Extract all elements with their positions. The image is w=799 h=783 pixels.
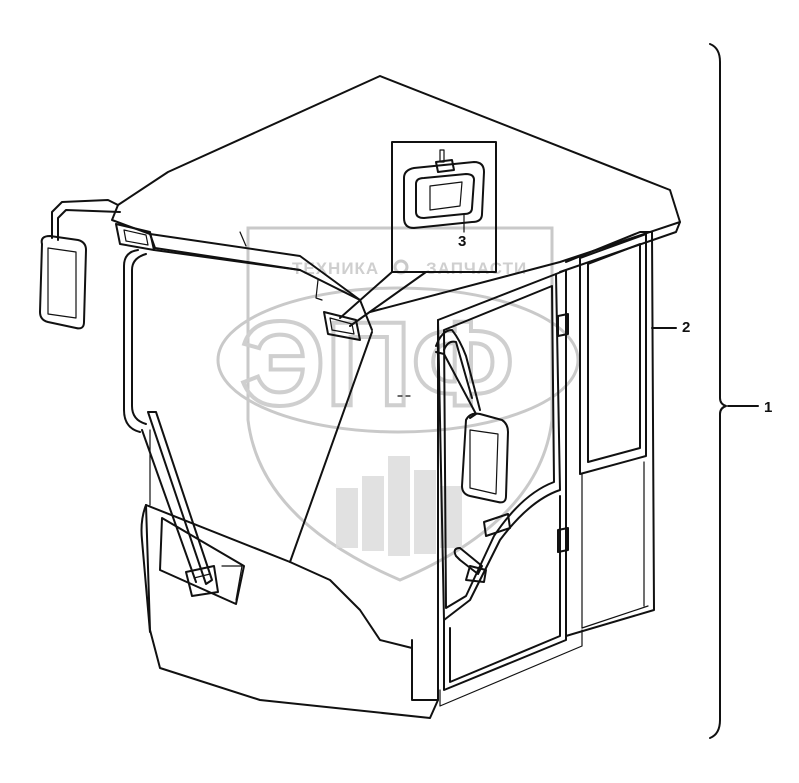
cab-roof [111,75,681,331]
left-grab-handle [123,249,147,433]
right-grab-handle [435,329,481,411]
wiper-arm [141,411,219,597]
roof-lamp-left [115,223,155,251]
watermark-logo-text: ЭПФ [240,297,514,431]
watermark-left-text: ТЕХНИКА [292,259,379,278]
detail-frame [391,141,497,273]
cab-side-panel [565,231,655,637]
left-mirror [39,199,121,330]
cab-lower-body [140,319,439,719]
watermark-shield [246,226,554,582]
callout-3: 3 [458,233,466,250]
callout-1: 1 [764,399,772,416]
watermark-right-text: ЗАПЧАСТИ [426,259,527,278]
assembly-brace [709,43,759,739]
work-lamp-detail [339,141,497,327]
watermark-ellipse [216,286,580,434]
watermark: ТЕХНИКА ЗАПЧАСТИ ЭПФ [216,226,580,582]
cab-front-glass [149,249,373,563]
roof-lamp-right [323,311,361,341]
right-mirror [435,351,509,504]
callout-2: 2 [682,319,690,336]
work-lamp-icon [403,149,485,229]
cab-door [397,269,583,707]
